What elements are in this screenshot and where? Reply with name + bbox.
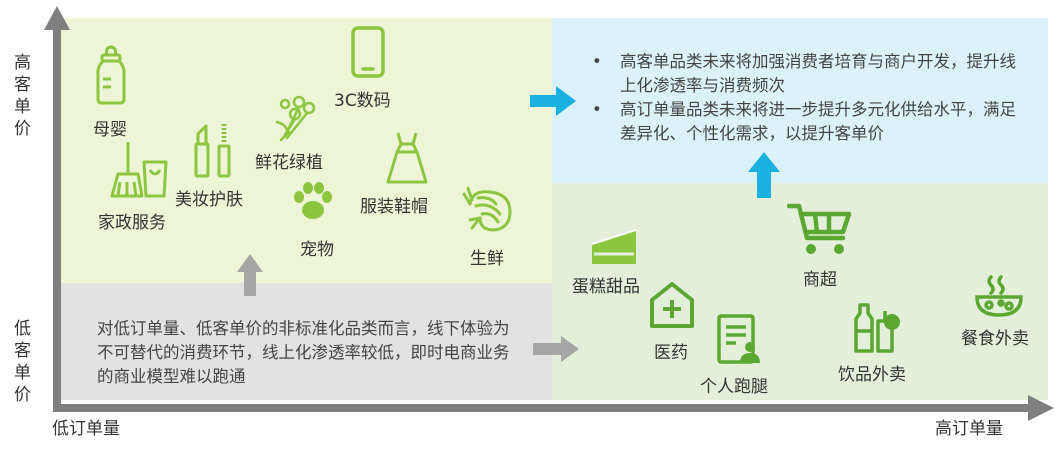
arrow-up-cyan: [748, 152, 780, 198]
category-pets: 宠物: [300, 240, 334, 260]
category-digital: 3C数码: [334, 91, 391, 111]
category-clothing: 服装鞋帽: [360, 197, 428, 217]
note-high-volume-strategy: • 高订单量品类未来将进一步提升多元化供给水平，满足差异化、个性化需求，以提升客…: [592, 100, 1016, 143]
category-homeservice: 家政服务: [98, 213, 166, 233]
category-beauty: 美妆护肤: [175, 190, 243, 210]
bullet-dot: •: [592, 52, 602, 71]
baby-bottle-icon: [96, 45, 126, 105]
category-cake: 蛋糕甜品: [572, 277, 640, 297]
errand-document-icon: [717, 314, 760, 364]
shrimp-icon: [462, 186, 512, 232]
y-axis-high-label: 高客单价: [14, 53, 31, 139]
x-axis-high-label: 高订单量: [935, 419, 1003, 439]
category-muying: 母婴: [93, 120, 127, 140]
arrow-right-cyan: [530, 86, 576, 116]
arrow-right-gray: [533, 336, 579, 362]
category-flowers: 鲜花绿植: [255, 153, 323, 173]
quadrant-high-price-high-volume: [552, 18, 1048, 183]
drinks-icon: [854, 303, 900, 353]
note-high-price-strategy: • 高客单品类未来将加强消费者培育与商户开发，提升线上化渗透率与消费频次: [592, 52, 1016, 95]
smartphone-icon: [351, 26, 385, 78]
quadrant-high-price-low-volume: [57, 18, 552, 283]
food-bowl-icon: [975, 275, 1023, 317]
broom-bucket-icon: [110, 142, 168, 198]
dress-icon: [386, 132, 428, 184]
y-axis-low-label: 低客单价: [14, 319, 31, 405]
x-axis-low-label: 低订单量: [52, 419, 120, 439]
category-supermarket: 商超: [803, 270, 837, 290]
lipstick-mascara-icon: [194, 124, 231, 178]
cake-slice-icon: [591, 229, 637, 264]
shopping-cart-icon: [787, 203, 852, 254]
flower-bouquet-icon: [275, 95, 316, 142]
bullet-dot: •: [592, 100, 602, 119]
category-medicine: 医药: [654, 343, 688, 363]
paw-icon: [294, 182, 332, 219]
y-axis-arrowhead: [44, 6, 70, 30]
category-food: 餐食外卖: [961, 329, 1029, 349]
quadrant-low-price-low-volume: [57, 283, 552, 400]
category-drinks: 饮品外卖: [838, 365, 906, 385]
x-axis-arrowhead: [1028, 395, 1054, 421]
category-errand: 个人跑腿: [700, 377, 768, 397]
category-fresh: 生鲜: [470, 249, 504, 269]
note-low-quadrant: 对低订单量、低客单价的非标准化品类而言，线下体验为不可替代的消费环节，线上化渗透…: [97, 319, 510, 386]
arrow-up-gray: [237, 254, 263, 296]
hospital-icon: [650, 282, 694, 328]
